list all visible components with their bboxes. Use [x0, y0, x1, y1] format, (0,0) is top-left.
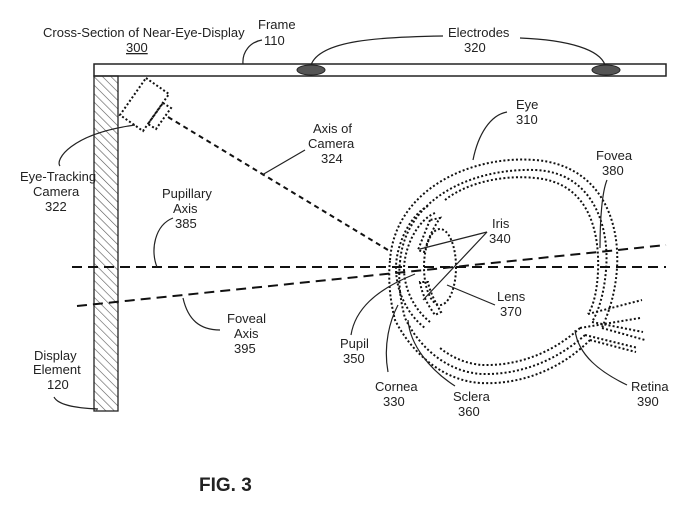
frame-label: Frame — [258, 17, 296, 32]
foveal-axis-label-2: Axis — [234, 326, 259, 341]
camera-axis-label-1: Axis of — [313, 121, 352, 136]
diagram-title: Cross-Section of Near-Eye-Display — [43, 25, 245, 40]
frame-ref: 110 — [264, 33, 285, 48]
eye-structure — [388, 158, 646, 385]
lens-ref: 370 — [500, 304, 522, 319]
sclera-label: Sclera — [453, 389, 491, 404]
figure-caption: FIG. 3 — [199, 475, 252, 496]
eye-leader — [472, 111, 508, 161]
pupillary-axis-label-2: Axis — [173, 201, 198, 216]
pupil-leader — [350, 273, 416, 336]
camera-label-1: Eye-Tracking — [20, 169, 96, 184]
eye-ref: 310 — [516, 112, 538, 127]
fovea-leader — [599, 179, 608, 249]
display-element-label-1: Display — [34, 348, 77, 363]
display-element-ref: 120 — [47, 377, 69, 392]
fovea-ref: 380 — [602, 163, 624, 178]
iris-leader-lower — [422, 231, 488, 301]
electrodes-ref: 320 — [464, 40, 486, 55]
electrodes-leader-right — [519, 37, 606, 66]
electrodes-label: Electrodes — [448, 25, 510, 40]
electrodes-leader-left — [310, 35, 444, 66]
iris-ref: 340 — [489, 231, 511, 246]
retina-leader — [574, 329, 628, 386]
pupil-label: Pupil — [340, 336, 369, 351]
iris-leader-upper — [419, 231, 488, 250]
fovea-label: Fovea — [596, 148, 633, 163]
retina-ref: 390 — [637, 394, 659, 409]
pupil-ref: 350 — [343, 351, 365, 366]
lens-label: Lens — [497, 289, 526, 304]
diagram-ref: 300 — [126, 40, 148, 55]
foveal-axis-label-1: Foveal — [227, 311, 266, 326]
electrode-right — [591, 64, 621, 76]
cornea-ref: 330 — [383, 394, 405, 409]
display-element-leader — [53, 396, 99, 410]
frame-leader — [242, 39, 263, 65]
cornea-leader — [385, 304, 399, 373]
camera-ref: 322 — [45, 199, 67, 214]
frame-bar — [93, 63, 667, 77]
foveal-axis-leader — [182, 297, 221, 331]
sclera-leader — [407, 319, 456, 387]
pupillary-axis-ref: 385 — [175, 216, 197, 231]
camera-label-2: Camera — [33, 184, 80, 199]
camera-axis-label-2: Camera — [308, 136, 355, 151]
foveal-axis-line — [76, 244, 667, 307]
camera-leader — [58, 124, 136, 167]
pupillary-axis-leader — [153, 217, 174, 268]
sclera-ref: 360 — [458, 404, 480, 419]
foveal-axis-ref: 395 — [234, 341, 256, 356]
eye-tracking-camera — [118, 76, 173, 133]
camera-axis-line — [167, 116, 389, 251]
display-element — [93, 75, 119, 412]
lens-leader — [446, 284, 496, 306]
display-element-label-2: Element — [33, 362, 81, 377]
electrode-left — [296, 64, 326, 76]
camera-axis-leader — [261, 149, 306, 176]
cornea-label: Cornea — [375, 379, 418, 394]
camera-axis-ref: 324 — [321, 151, 343, 166]
pupillary-axis-label-1: Pupillary — [162, 186, 212, 201]
retina-label: Retina — [631, 379, 669, 394]
iris-label: Iris — [492, 216, 510, 231]
eye-label: Eye — [516, 97, 538, 112]
